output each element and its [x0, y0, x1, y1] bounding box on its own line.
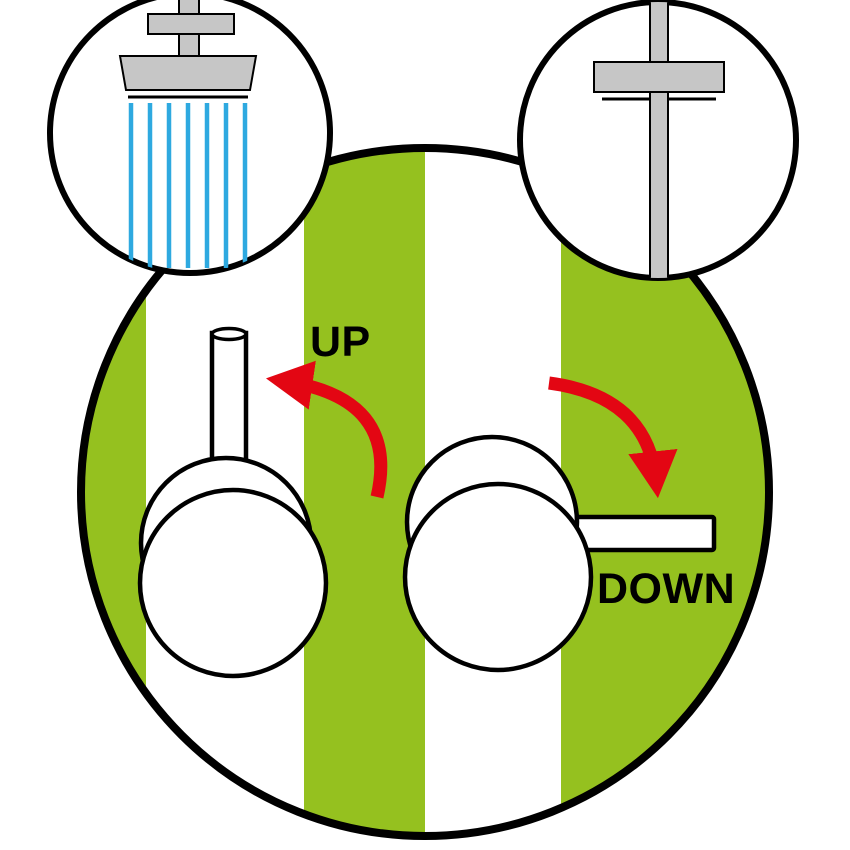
- valve-handle-lever-down: [402, 434, 717, 673]
- valve-left-body-front: [137, 487, 329, 679]
- shower-pipe-top: [649, 2, 669, 65]
- inset-shower-water-on: [47, 0, 333, 276]
- shower-head-with-spray-icon: [118, 0, 258, 268]
- label-down: DOWN: [597, 565, 735, 613]
- curved-arrow-rotate-up-icon: [265, 360, 388, 499]
- valve-right-body-front: [402, 481, 594, 673]
- curved-arrow-rotate-down-icon: [548, 376, 678, 499]
- water-spray-icon: [128, 103, 248, 268]
- lever-down-pipe: [563, 514, 717, 553]
- inset-shower-water-off: [517, 0, 799, 281]
- shower-riser-pipe: [649, 91, 669, 278]
- shower-head: [118, 55, 258, 91]
- lever-up-pipe-cap: [210, 326, 248, 342]
- main-circle-outline: [77, 144, 773, 840]
- shower-head-no-spray-icon: [593, 2, 725, 278]
- shower-head: [593, 61, 725, 93]
- valve-handle-lever-up: [137, 326, 329, 679]
- label-up: UP: [310, 318, 371, 366]
- shower-mount-bar: [147, 13, 235, 35]
